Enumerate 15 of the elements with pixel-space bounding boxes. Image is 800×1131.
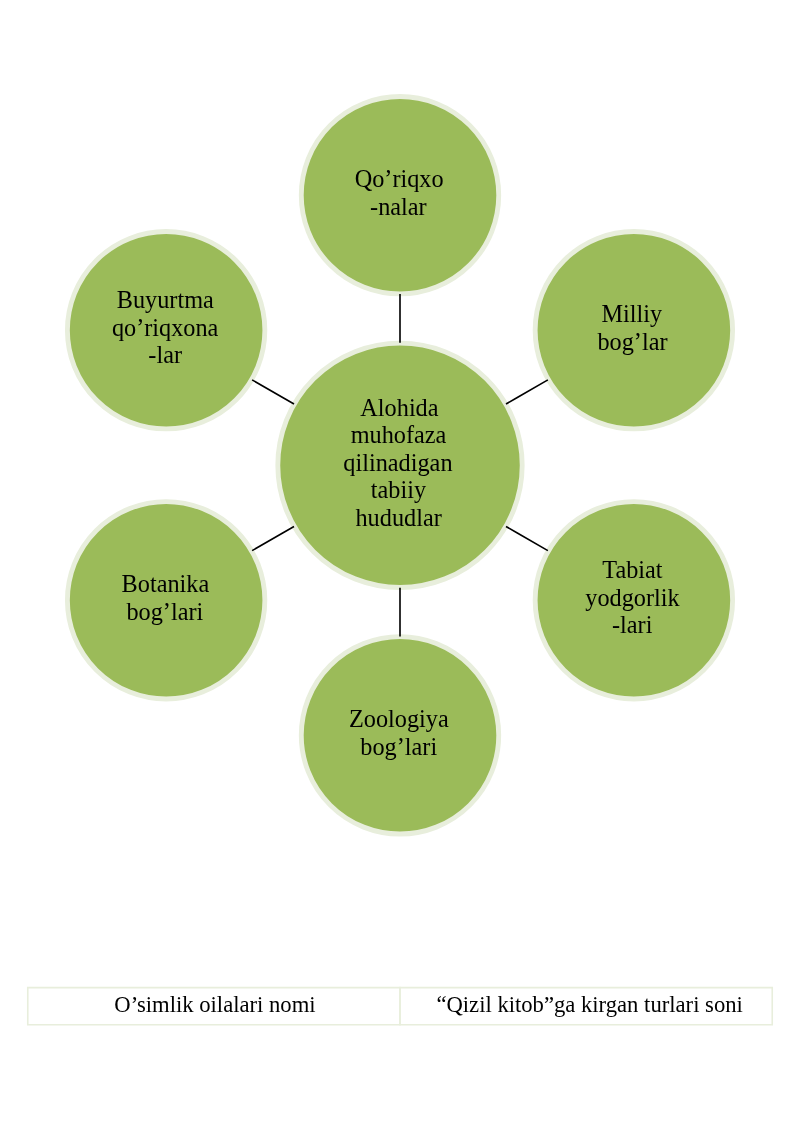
connector — [399, 293, 401, 344]
node-circle: Milliy bog’lar — [532, 229, 736, 432]
node-circle: Buyurtma qo’riqxona -lar — [64, 229, 268, 432]
node-circle: Alohida muhofaza qilinadigan tabiiy hududlar — [275, 340, 525, 590]
connector — [505, 379, 549, 405]
node-circle: Tabiat yodgorlik -lari — [532, 499, 736, 702]
node-circle: Zoologiya bog’lari — [298, 634, 502, 837]
connector — [505, 525, 549, 552]
connector — [399, 586, 401, 638]
label: “Qizil kitob”ga kirgan turlari soni — [436, 992, 743, 1018]
node-circle: Botanika bog’lari — [64, 499, 268, 702]
node-circle: Qo’riqxo -nalar — [298, 94, 502, 297]
connector — [251, 525, 295, 552]
connector — [251, 379, 295, 405]
label: O’simlik oilalari nomi — [114, 992, 316, 1018]
